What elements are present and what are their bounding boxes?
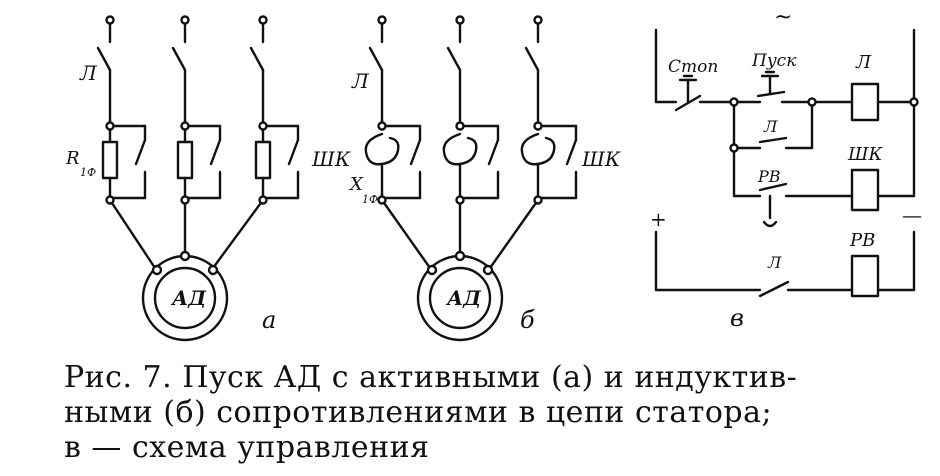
reactor (442, 132, 478, 166)
panel-c-nodes (729, 97, 919, 153)
caption-line-3: в — схема управления (64, 430, 430, 465)
seal-in-contact (758, 136, 788, 144)
motor-label: АД (170, 286, 207, 310)
switch-label: Л (351, 69, 370, 93)
stop-label: Стоп (668, 57, 718, 77)
terminal (105, 15, 115, 25)
caption-line-1: Рис. 7. Пуск АД с активными (а) и индукт… (64, 360, 798, 395)
reactor-subscript: 1Ф (362, 193, 378, 206)
contact-rv-label: РВ (757, 167, 781, 186)
plus-sign: + (650, 207, 667, 231)
reactor (364, 132, 400, 166)
l-contact-dc (758, 280, 790, 298)
reactor (520, 132, 556, 166)
motor-inner (153, 266, 217, 330)
resistor (176, 140, 194, 180)
main-switch (368, 46, 384, 72)
coil-rv (850, 254, 880, 298)
main-switch (96, 46, 112, 72)
resistor (254, 140, 272, 180)
panel-a-letter: а (262, 306, 276, 334)
contactor-label: ШК (581, 147, 621, 171)
shk-contact (487, 138, 500, 166)
terminal (180, 15, 190, 25)
panel-c-circuit (654, 28, 916, 298)
motor-inner (428, 266, 492, 330)
panel-c-letter: в (730, 304, 744, 332)
caption-line-2: ными (б) сопротивлениями в цепи статора; (64, 395, 773, 430)
panel-b-letter: б (520, 306, 535, 334)
coil-l-label: Л (855, 52, 872, 73)
coil-shk-label: ШК (847, 144, 884, 165)
resistor (101, 140, 119, 180)
contactor-label: ШК (311, 147, 351, 171)
start-label: Пуск (751, 51, 797, 71)
panel-b-circuit (364, 15, 578, 342)
contact-l2-label: Л (767, 253, 782, 272)
shk-contact (565, 138, 578, 166)
motor-label: АД (445, 286, 482, 310)
minus-sign: — (902, 203, 922, 227)
main-switch (446, 46, 462, 72)
coil-l (850, 82, 880, 122)
panel-b-nodes (377, 121, 543, 276)
main-switch (524, 46, 540, 72)
figure-caption: Рис. 7. Пуск АД с активными (а) и индукт… (64, 360, 924, 465)
resistor-subscript: 1Ф (80, 166, 96, 179)
switch-label: Л (79, 61, 98, 85)
resistor-label: R (65, 148, 80, 169)
shk-contact (287, 138, 300, 166)
rv-contact (758, 182, 788, 192)
terminal (258, 15, 268, 25)
reactor-label: X (348, 174, 364, 195)
main-switch (171, 46, 187, 72)
panel-a-nodes (105, 121, 268, 276)
coil-rv-label: РВ (849, 230, 875, 251)
shk-contact (134, 138, 147, 166)
shk-contact (409, 138, 422, 166)
ac-symbol: ~ (774, 5, 792, 30)
main-switch (249, 46, 265, 72)
shk-contact (209, 138, 222, 166)
contact-l-label: Л (763, 117, 778, 136)
coil-shk (850, 168, 880, 212)
